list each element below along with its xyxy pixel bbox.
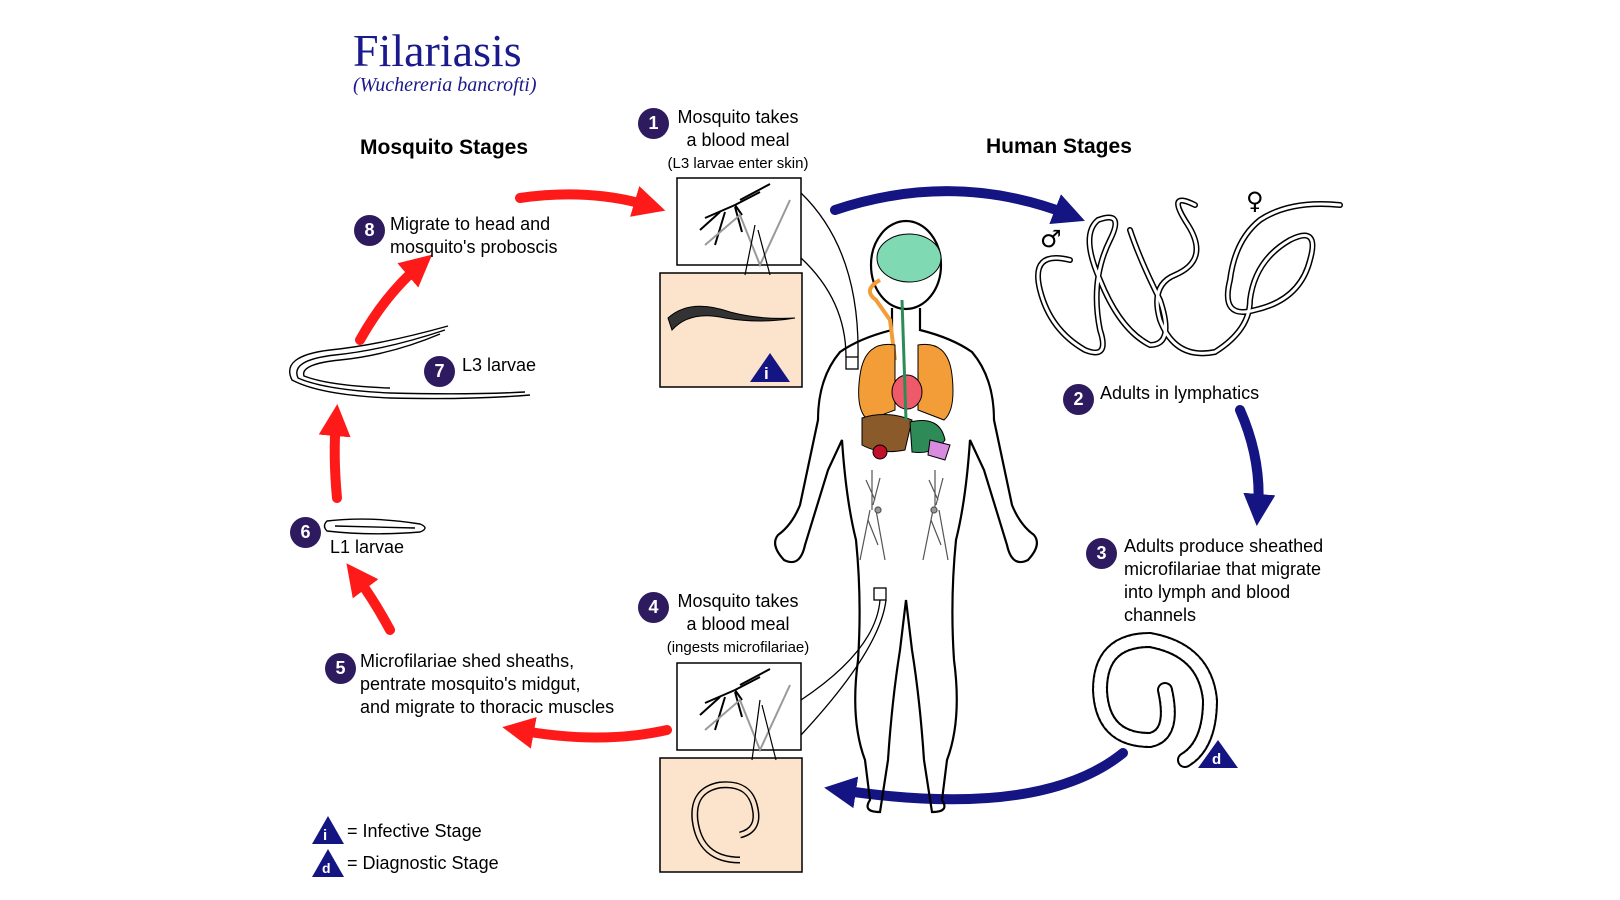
arrow-8-to-1 — [515, 186, 666, 217]
step-6-text: L1 larvae — [330, 537, 405, 557]
arrow-3-to-4 — [824, 748, 1128, 809]
lymph-vessels — [859, 470, 949, 561]
arrow-5-to-6 — [346, 563, 395, 635]
arrow-4-to-5 — [502, 717, 672, 749]
step-8-line2: mosquito's proboscis — [390, 237, 558, 257]
step-4-badge: 4 — [638, 592, 669, 623]
male-symbol: ♂ — [1040, 225, 1062, 253]
step-7-text: L3 larvae — [462, 355, 537, 375]
inset-connectors — [800, 192, 887, 736]
human-organs — [858, 233, 954, 461]
pancreas — [927, 439, 951, 461]
step-8-text: Migrate to head and mosquito's proboscis — [390, 213, 558, 259]
legend-infective-letter: i — [323, 827, 328, 844]
infective-marker-letter: i — [764, 364, 769, 383]
step-2-text: Adults in lymphatics — [1100, 383, 1260, 403]
diagram-subtitle: (Wuchereria bancrofti) — [353, 74, 537, 96]
adult-worms — [1035, 197, 1343, 357]
legend-infective-triangle — [312, 816, 344, 844]
legend-diagnostic-triangle — [312, 849, 344, 877]
heart — [891, 374, 923, 410]
step-3-line1: Adults produce sheathed — [1124, 536, 1324, 556]
step-1-text: Mosquito takes a blood meal (L3 larvae e… — [658, 106, 818, 175]
step-4-note: (ingests microfilariae) — [666, 639, 810, 656]
step-3-badge: 3 — [1086, 538, 1117, 569]
step-5-line1: Microfilariae shed sheaths, — [360, 651, 575, 671]
step-6-badge: 6 — [290, 517, 321, 548]
brain — [876, 233, 942, 283]
arrow-2-to-3 — [1235, 405, 1276, 526]
mosquito-stages-heading: Mosquito Stages — [360, 136, 529, 159]
step-8-line1: Migrate to head and — [390, 214, 551, 234]
step-5-line2: pentrate mosquito's midgut, — [360, 674, 581, 694]
step-4-line2: a blood meal — [686, 614, 790, 634]
step-3-line3: into lymph and blood — [1124, 582, 1291, 602]
legend-diagnostic-letter: d — [322, 860, 331, 876]
human-arrows — [824, 186, 1276, 809]
l1-larva — [323, 518, 426, 535]
human-body — [773, 219, 1039, 814]
diagnostic-stage-marker-step3 — [1198, 740, 1238, 768]
lung-right — [917, 343, 954, 421]
inset-step4-mosquito — [659, 662, 803, 873]
legend-infective-label: = Infective Stage — [347, 821, 482, 841]
step-1-badge: 1 — [638, 108, 669, 139]
infective-stage-marker-step1 — [750, 353, 790, 382]
step-5-badge: 5 — [325, 653, 356, 684]
diagram-title: Filariasis — [353, 25, 522, 76]
step-1-note: (L3 larvae enter skin) — [667, 155, 809, 172]
inset-step1-mosquito — [659, 177, 803, 388]
step-1-line1: Mosquito takes — [677, 107, 799, 127]
mosquito-arrows — [318, 186, 672, 749]
legend-diagnostic-label: = Diagnostic Stage — [347, 853, 499, 873]
step-3-text: Adults produce sheathed microfilariae th… — [1124, 535, 1323, 627]
microfilaria — [1091, 631, 1219, 768]
step-5-line3: and migrate to thoracic muscles — [360, 697, 615, 717]
step-7-badge: 7 — [424, 356, 455, 387]
arrow-6-to-7 — [318, 404, 351, 503]
diagnostic-marker-letter: d — [1212, 751, 1222, 768]
female-symbol: ♀ — [1246, 187, 1264, 215]
lung-left — [858, 343, 896, 421]
step-3-line2: microfilariae that migrate — [1124, 559, 1322, 579]
adult-worms-inner — [1036, 199, 1342, 355]
step-5-text: Microfilariae shed sheaths, pentrate mos… — [360, 650, 614, 719]
arrow-1-to-2 — [830, 186, 1085, 225]
airway — [868, 278, 897, 361]
l3-larva — [289, 325, 531, 400]
step-4-text: Mosquito takes a blood meal (ingests mic… — [658, 590, 818, 659]
liver — [861, 414, 913, 453]
arrow-7-to-8 — [355, 254, 433, 345]
step-4-line1: Mosquito takes — [677, 591, 799, 611]
step-1-line2: a blood meal — [686, 130, 790, 150]
step-2-badge: 2 — [1063, 384, 1094, 415]
esophagus — [900, 299, 908, 421]
step-3-line4: channels — [1124, 605, 1197, 625]
kidney — [872, 444, 888, 460]
human-stages-heading: Human Stages — [986, 135, 1132, 158]
step-8-badge: 8 — [354, 215, 385, 246]
